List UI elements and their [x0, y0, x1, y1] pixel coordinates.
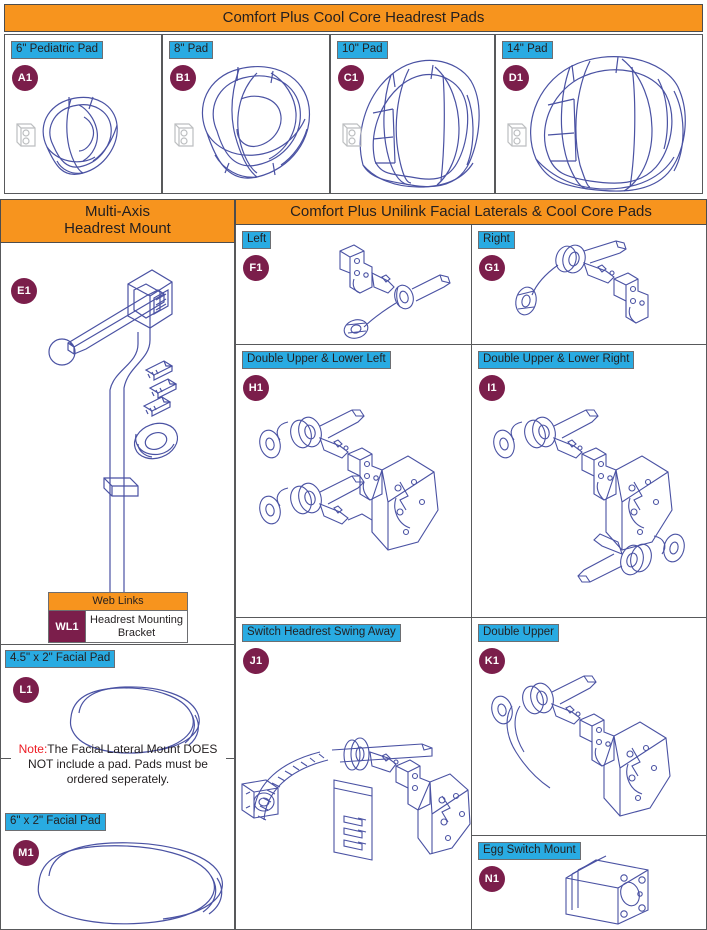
- note-rule-left: [1, 758, 11, 759]
- mount-clip-icon-b1: [171, 120, 197, 150]
- chip-n1: Egg Switch Mount: [478, 842, 581, 861]
- right-section-header: Comfort Plus Unilink Facial Laterals & C…: [235, 199, 707, 225]
- unilink-cell-k1[interactable]: Double Upper K1: [472, 618, 707, 836]
- chip-label-d1: 14" Pad: [507, 43, 548, 55]
- badge-e1: E1: [11, 278, 37, 304]
- chip-label-g1: Right: [483, 233, 510, 245]
- chip-h1: Double Upper & Lower Left: [242, 351, 391, 370]
- badge-c1: C1: [338, 65, 364, 91]
- pad-cell-a1[interactable]: 6" Pediatric Pad A1: [4, 34, 162, 194]
- facial-pads-cell[interactable]: 4.5" x 2" Facial Pad L1 Note:The Facial …: [0, 645, 236, 930]
- badge-k1: K1: [479, 648, 505, 674]
- chip-d1: 14" Pad: [502, 41, 553, 60]
- chip-label-h1: Double Upper & Lower Left: [247, 353, 386, 365]
- headrest-pad-14in-art: [518, 51, 698, 196]
- left-section-title-line2: Headrest Mount: [64, 220, 171, 237]
- mount-clip-icon-c1: [339, 120, 365, 150]
- chip-label-a1: 6" Pediatric Pad: [16, 43, 99, 55]
- top-section-title: Comfort Plus Cool Core Headrest Pads: [222, 8, 485, 26]
- pad-cell-d1[interactable]: 14" Pad D1: [495, 34, 703, 194]
- badge-j1: J1: [243, 648, 269, 674]
- chip-m1: 6" x 2" Facial Pad: [5, 813, 106, 832]
- pad-cell-c1[interactable]: 10" Pad C1: [330, 34, 495, 194]
- pad-cell-b1[interactable]: 8" Pad B1: [162, 34, 330, 194]
- unilink-left-art: [316, 239, 466, 339]
- mount-clip-icon-a1: [13, 120, 39, 150]
- note-text: The Facial Lateral Mount DOES NOT includ…: [28, 742, 218, 786]
- badge-i1: I1: [479, 375, 505, 401]
- chip-c1: 10" Pad: [337, 41, 388, 60]
- chip-label-b1: 8" Pad: [174, 43, 209, 55]
- badge-b1: B1: [170, 65, 196, 91]
- chip-label-f1: Left: [247, 233, 267, 245]
- chip-i1: Double Upper & Lower Right: [478, 351, 635, 370]
- double-upper-art: [480, 656, 698, 831]
- unilink-cell-g1[interactable]: Right G1: [472, 225, 707, 345]
- mount-clip-icon-d1: [504, 120, 530, 150]
- badge-f1: F1: [243, 255, 269, 281]
- facial-pad-large-art: [31, 840, 231, 928]
- badge-m1: M1: [13, 840, 39, 866]
- note-keyword: Note:: [18, 742, 48, 756]
- unilink-cell-i1[interactable]: Double Upper & Lower Right I1: [472, 345, 707, 618]
- headrest-pad-8in-art: [181, 55, 331, 190]
- left-section-title-line1: Multi-Axis: [84, 203, 150, 221]
- chip-g1: Right: [478, 231, 515, 250]
- unilink-cell-h1[interactable]: Double Upper & Lower Left H1: [235, 345, 472, 618]
- chip-label-c1: 10" Pad: [342, 43, 383, 55]
- chip-label-k1: Double Upper: [483, 626, 554, 638]
- chip-label-j1: Switch Headrest Swing Away: [247, 626, 396, 638]
- headrest-pad-10in-art: [349, 53, 497, 193]
- badge-l1: L1: [13, 677, 39, 703]
- unilink-right-art: [502, 233, 687, 338]
- web-links-label[interactable]: Headrest Mounting Bracket: [86, 611, 187, 643]
- left-section-header: Multi-Axis Headrest Mount: [0, 199, 235, 243]
- badge-d1: D1: [503, 65, 529, 91]
- switch-headrest-swing-away-art: [236, 736, 473, 926]
- chip-a1: 6" Pediatric Pad: [11, 41, 104, 60]
- chip-l1: 4.5" x 2" Facial Pad: [5, 650, 116, 669]
- headrest-pad-6in-art: [13, 75, 153, 190]
- badge-g1: G1: [479, 255, 505, 281]
- chip-label-n1: Egg Switch Mount: [483, 844, 576, 856]
- unilink-cell-n1[interactable]: Egg Switch Mount N1: [472, 836, 707, 930]
- web-links-table: Web Links WL1 Headrest Mounting Bracket: [48, 592, 188, 644]
- chip-j1: Switch Headrest Swing Away: [242, 624, 401, 643]
- chip-label-m1: 6" x 2" Facial Pad: [10, 815, 101, 827]
- chip-label-l1: 4.5" x 2" Facial Pad: [10, 652, 111, 664]
- multi-axis-headrest-mount-art: [46, 248, 216, 633]
- badge-a1: A1: [12, 65, 38, 91]
- chip-f1: Left: [242, 231, 272, 250]
- facial-pad-note: Note:The Facial Lateral Mount DOES NOT i…: [9, 742, 227, 787]
- chip-label-i1: Double Upper & Lower Right: [483, 353, 630, 365]
- note-rule-right: [226, 758, 236, 759]
- chip-k1: Double Upper: [478, 624, 559, 643]
- unilink-cell-f1[interactable]: Left F1: [235, 225, 472, 345]
- chip-b1: 8" Pad: [169, 41, 214, 60]
- web-links-code: WL1: [49, 611, 86, 643]
- badge-h1: H1: [243, 375, 269, 401]
- web-links-row[interactable]: WL1 Headrest Mounting Bracket: [48, 611, 188, 644]
- top-section-header: Comfort Plus Cool Core Headrest Pads: [4, 4, 703, 32]
- badge-n1: N1: [479, 866, 505, 892]
- web-links-header: Web Links: [48, 592, 188, 611]
- unilink-cell-j1[interactable]: Switch Headrest Swing Away J1: [235, 618, 472, 930]
- double-upper-lower-right-art: [482, 390, 697, 605]
- right-section-title: Comfort Plus Unilink Facial Laterals & C…: [290, 202, 652, 220]
- multi-axis-mount-cell[interactable]: E1: [0, 243, 235, 645]
- double-upper-lower-left-art: [248, 390, 463, 605]
